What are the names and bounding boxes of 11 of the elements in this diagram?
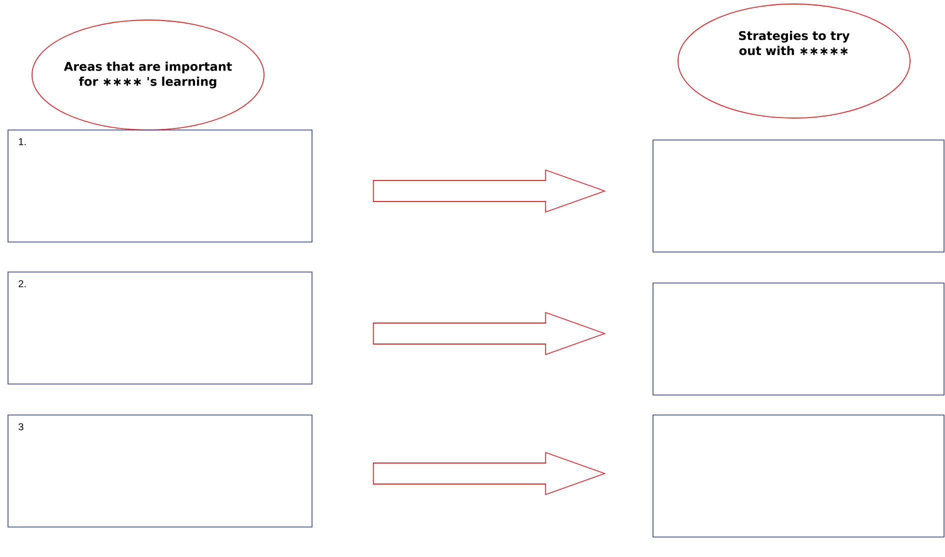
ellipse-label: Areas that are important for ∗∗∗∗ 's learning (32, 20, 264, 130)
block-arrow (372, 312, 606, 356)
empty-box (652, 282, 944, 396)
block-arrow (372, 452, 606, 496)
text-box: 1. (8, 130, 312, 242)
text-box: 3 (8, 414, 312, 528)
empty-box (652, 140, 944, 252)
text-box: 2. (8, 272, 312, 384)
block-arrow (372, 169, 606, 213)
empty-box (652, 414, 944, 538)
ellipse-label: Strategies to try out with ∗∗∗∗∗ (678, 4, 910, 118)
